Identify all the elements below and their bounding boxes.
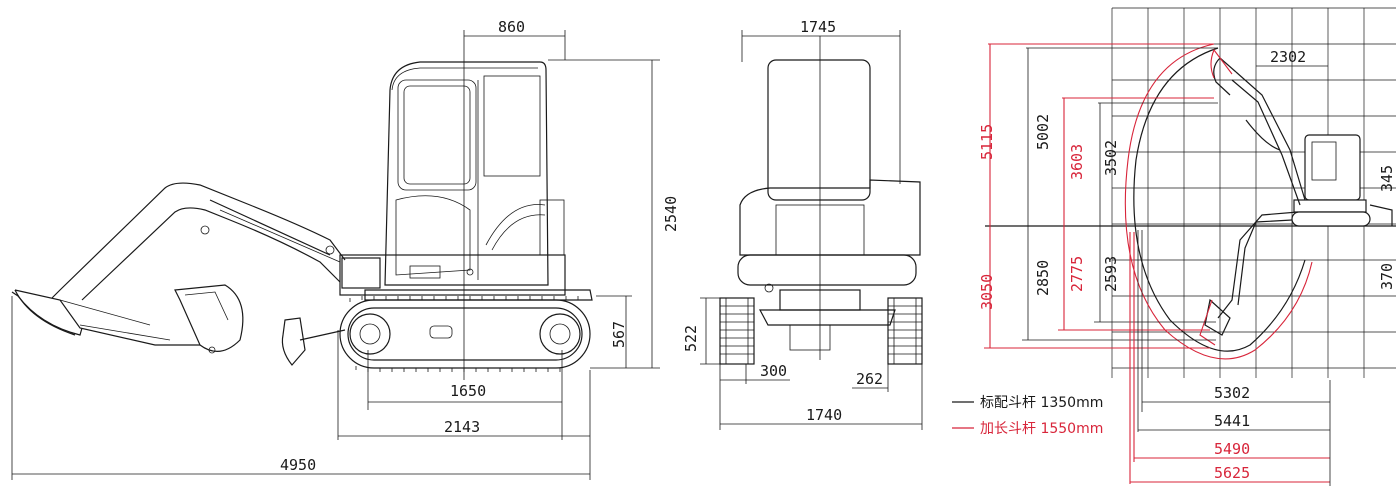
legend-label-standard: 标配斗杆 1350mm [980,395,1103,411]
range-machine [1199,48,1393,346]
range-dimension-lines [984,43,1331,486]
dim-3050: 3050 [978,274,996,310]
dim-5490: 5490 [1214,440,1250,458]
dim-2850: 2850 [1034,260,1052,296]
front-track-right [887,297,923,365]
dim-2302: 2302 [1270,48,1306,66]
dim-5302: 5302 [1214,384,1250,402]
side-view: 860 2540 567 1650 2143 4950 [11,18,680,480]
front-dimension-lines [700,30,923,430]
boom-arm [11,182,346,354]
crawler-track [339,296,591,372]
dim-5002: 5002 [1034,114,1052,150]
legend-label-long: 加长斗杆 1550mm [980,421,1103,437]
arm-legend: 标配斗杆 1350mm 加长斗杆 1550mm [952,395,1103,437]
dim-2143: 2143 [444,418,480,436]
dim-262: 262 [856,370,883,388]
working-range: 2302 5115 5002 3603 3502 3050 2850 2775 … [952,7,1396,486]
side-dimension-lines [11,30,660,480]
dim-5441: 5441 [1214,412,1250,430]
cab-outline [384,61,565,286]
dim-370: 370 [1378,263,1396,290]
envelope-standard [1133,47,1306,352]
dim-2775: 2775 [1068,256,1086,292]
dim-5625: 5625 [1214,464,1250,482]
dim-3502: 3502 [1102,140,1120,176]
dim-522: 522 [682,325,700,352]
dim-4950: 4950 [280,456,316,474]
dim-2540: 2540 [662,196,680,232]
dim-1740: 1740 [806,406,842,424]
dozer-blade [281,317,346,366]
front-track-left [719,297,755,365]
dim-860: 860 [498,18,525,36]
dim-345: 345 [1378,165,1396,192]
envelope-long [1124,43,1313,360]
dim-5115: 5115 [978,124,996,160]
dim-1745: 1745 [800,18,836,36]
dim-2593: 2593 [1102,256,1120,292]
dim-3603: 3603 [1068,144,1086,180]
upper-body [339,254,593,301]
dim-1650: 1650 [450,382,486,400]
dim-567: 567 [610,321,628,348]
front-view: 1745 522 300 262 1740 [682,18,923,430]
dim-300: 300 [760,362,787,380]
